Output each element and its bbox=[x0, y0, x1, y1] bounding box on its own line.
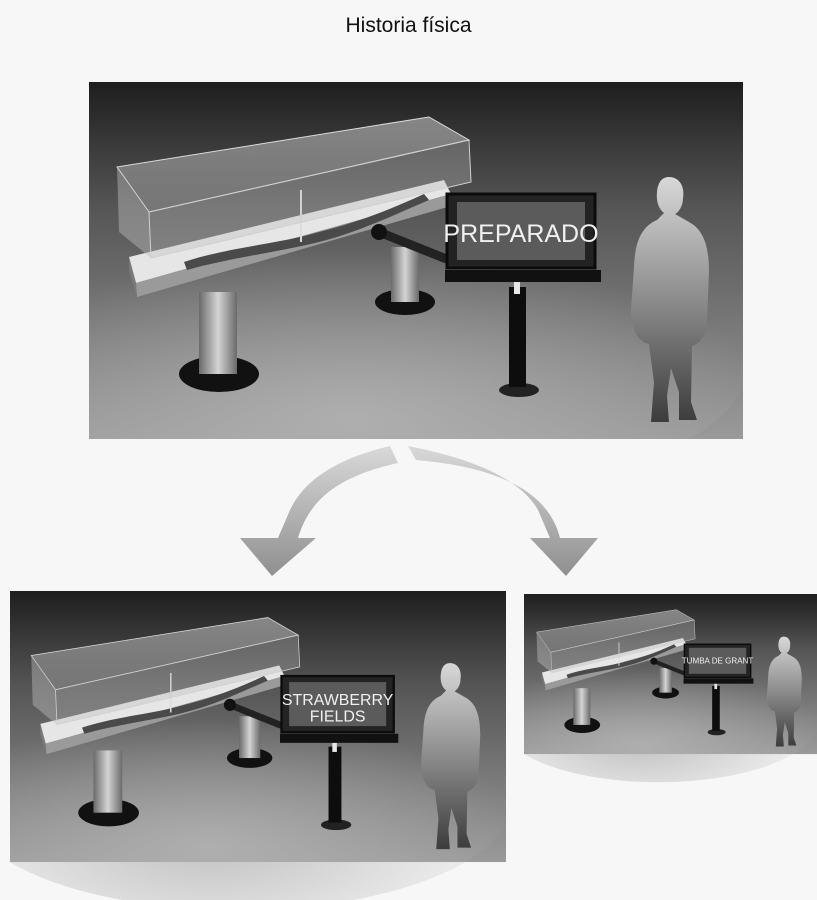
branch-arrows-diagram bbox=[220, 438, 610, 578]
sign-text-tumba: TUMBA DE GRANT bbox=[682, 656, 754, 665]
exhibit-scene-strawberry-fields: STRAWBERRY FIELDS bbox=[10, 591, 506, 900]
sign-text-line-1: STRAWBERRY bbox=[282, 692, 394, 709]
sign-text-line-2: FIELDS bbox=[310, 709, 366, 726]
arrow-right-icon bbox=[408, 446, 598, 576]
exhibit-scene-preparado: PREPARADO bbox=[89, 82, 743, 439]
page-title: Historia física bbox=[0, 14, 817, 38]
exhibit-scene-tumba-de-grant: TUMBA DE GRANT bbox=[524, 594, 817, 785]
arrow-left-icon bbox=[240, 446, 398, 576]
sign-text-preparado: PREPARADO bbox=[443, 220, 598, 248]
